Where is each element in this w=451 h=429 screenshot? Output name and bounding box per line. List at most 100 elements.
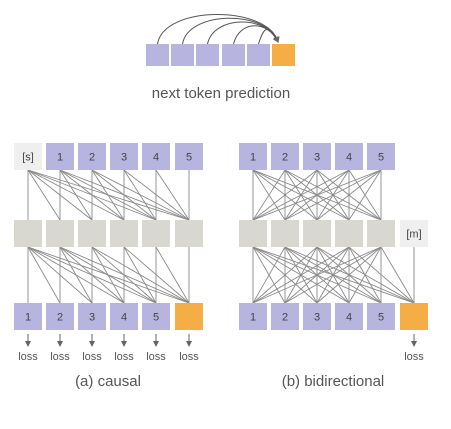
- bi-input-2: [271, 143, 299, 170]
- causal-input-4-label: 4: [153, 152, 159, 164]
- loss-label-4: loss: [114, 351, 134, 363]
- bidirectional-caption: (b) bidirectional: [282, 373, 385, 390]
- causal-hidden-4: [110, 220, 138, 247]
- edge-l2-5-6: [155, 246, 190, 304]
- causal-output-2-label: 2: [57, 312, 63, 324]
- causal-input-1-label: 1: [57, 152, 63, 164]
- edge-l1-5-3: [316, 169, 382, 221]
- causal-hidden-2: [46, 220, 74, 247]
- loss-label-3: loss: [82, 351, 102, 363]
- bi-input-4-label: 4: [346, 152, 352, 164]
- edge-l2-5-6: [380, 246, 415, 304]
- bi-hidden-3: [303, 220, 331, 247]
- bi-input-5: [367, 143, 395, 170]
- causal-attention-edges: [27, 169, 190, 304]
- causal-output-5: [142, 303, 170, 330]
- causal-start-token-label: [s]: [22, 152, 34, 164]
- bi-output-4: [335, 303, 363, 330]
- edge-l2-5-1: [252, 246, 382, 304]
- next-token-caption: next token prediction: [152, 85, 290, 102]
- bi-output-1-label: 1: [250, 312, 256, 324]
- edge-l2-5-4: [348, 246, 382, 304]
- context-token-3: [196, 44, 219, 66]
- edge-l1-1-2: [27, 169, 61, 221]
- causal-input-5-label: 5: [186, 152, 192, 164]
- loss-label-2: loss: [50, 351, 70, 363]
- edge-l2-2-3: [59, 246, 93, 304]
- bi-input-1-label: 1: [250, 152, 256, 164]
- next-token-illustration: [146, 14, 295, 66]
- loss-label-6: loss: [179, 351, 199, 363]
- edge-l2-4-6: [348, 246, 415, 304]
- bidirectional-attention-edges: [252, 169, 415, 304]
- causal-input-3-label: 3: [121, 152, 127, 164]
- bi-input-5-label: 5: [378, 152, 384, 164]
- causal-output-3: [78, 303, 106, 330]
- edge-l1-4-1: [252, 169, 350, 221]
- causal-hidden-5: [142, 220, 170, 247]
- edge-l2-5-3: [316, 246, 382, 304]
- causal-output-3-label: 3: [89, 312, 95, 324]
- causal-output-1-label: 1: [25, 312, 31, 324]
- edge-l2-3-1: [252, 246, 318, 304]
- bi-hidden-5: [367, 220, 395, 247]
- causal-input-2: [78, 143, 106, 170]
- causal-output-2: [46, 303, 74, 330]
- causal-output-4-label: 4: [121, 312, 127, 324]
- causal-output-4: [110, 303, 138, 330]
- edge-l1-2-3: [59, 169, 93, 221]
- edge-l1-4-5: [123, 169, 157, 221]
- prediction-arrow-5: [258, 29, 279, 45]
- edge-l1-5-4: [348, 169, 382, 221]
- bi-output-5-label: 5: [378, 312, 384, 324]
- edge-l1-4-6: [123, 169, 190, 221]
- causal-output-1: [14, 303, 42, 330]
- bi-output-3: [303, 303, 331, 330]
- bi-output-2: [271, 303, 299, 330]
- causal-input-2-label: 2: [89, 152, 95, 164]
- causal-input-3: [110, 143, 138, 170]
- causal-input-5: [175, 143, 203, 170]
- causal-panel: [s] 1 2 3 4 5 1 2 3 4 5 loss loss loss loss loss loss: [14, 143, 203, 363]
- loss-label-1: loss: [18, 351, 38, 363]
- context-token-5: [247, 44, 270, 66]
- loss-label-5: loss: [146, 351, 166, 363]
- bi-hidden-2: [271, 220, 299, 247]
- edge-l2-5-2: [284, 246, 382, 304]
- causal-input-4: [142, 143, 170, 170]
- causal-hidden-3: [78, 220, 106, 247]
- edge-l2-2-1: [252, 246, 286, 304]
- edge-l1-3-1: [252, 169, 318, 221]
- context-token-2: [171, 44, 194, 66]
- bi-output-1: [239, 303, 267, 330]
- edge-l1-2-1: [252, 169, 286, 221]
- bi-hidden-4: [335, 220, 363, 247]
- bi-input-3: [303, 143, 331, 170]
- causal-output-5-label: 5: [153, 312, 159, 324]
- prediction-arrow-3: [207, 21, 280, 45]
- predicted-token: [272, 44, 295, 66]
- bi-input-4: [335, 143, 363, 170]
- causal-hidden-1: [14, 220, 42, 247]
- context-token-4: [222, 44, 245, 66]
- edge-l2-4-5: [123, 246, 157, 304]
- edge-l1-5-6: [155, 169, 190, 221]
- bi-input-1: [239, 143, 267, 170]
- bi-output-2-label: 2: [282, 312, 288, 324]
- causal-input-1: [46, 143, 74, 170]
- edge-l2-1-2: [27, 246, 61, 304]
- bi-mask-token: [400, 220, 428, 247]
- loss-label-6: loss: [404, 351, 424, 363]
- bi-output-5: [367, 303, 395, 330]
- causal-caption: (a) causal: [75, 373, 141, 390]
- edge-l2-3-4: [91, 246, 125, 304]
- edge-l1-5-1: [252, 169, 382, 221]
- bi-hidden-1: [239, 220, 267, 247]
- edge-l2-4-1: [252, 246, 350, 304]
- bi-output-4-label: 4: [346, 312, 352, 324]
- bi-predicted-output: [400, 303, 428, 330]
- bi-output-3-label: 3: [314, 312, 320, 324]
- bi-mask-token-label: [m]: [406, 229, 421, 241]
